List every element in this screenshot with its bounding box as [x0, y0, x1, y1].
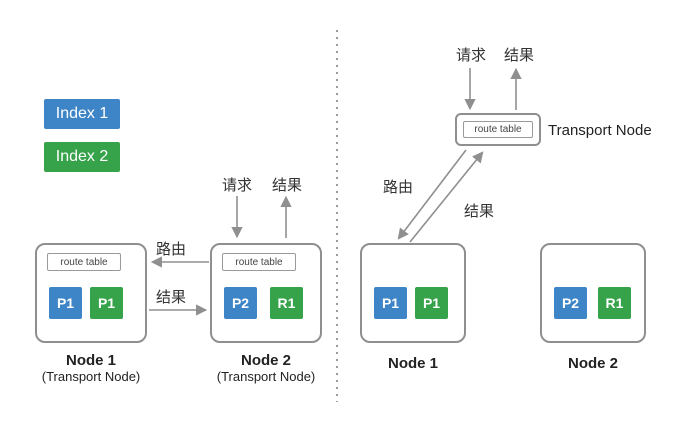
left-node2-title: Node 2: [240, 352, 291, 369]
left-node2-subtitle: (Transport Node): [216, 369, 316, 384]
left-node2-shard-r1-green: R1: [270, 287, 303, 319]
left-request-label: 请求: [222, 177, 253, 194]
left-node1-route-table: route table: [47, 253, 121, 271]
left-node2-shard-p2-blue: P2: [224, 287, 257, 319]
shard-label: P1: [422, 295, 441, 311]
right-node2-shard-p2-blue: P2: [554, 287, 587, 319]
shard-label: R1: [605, 295, 624, 311]
shard-label: P1: [381, 295, 400, 311]
left-node1-shard-p1-blue: P1: [49, 287, 82, 319]
legend-index2-badge: Index 2: [44, 142, 120, 172]
right-transport-route-table: route table: [463, 121, 533, 138]
left-result-label: 结果: [272, 177, 303, 194]
left-node1-box: route table P1 P1: [35, 243, 147, 343]
right-node2-title: Node 2: [567, 355, 618, 372]
shard-label: P1: [97, 295, 116, 311]
right-transport-node-box: route table: [455, 113, 541, 146]
left-node1-subtitle: (Transport Node): [41, 369, 141, 384]
right-request-label: 请求: [456, 47, 487, 64]
shard-label: P2: [561, 295, 580, 311]
legend-index2-label: Index 2: [55, 148, 109, 165]
right-route-result-label: 结果: [464, 203, 495, 220]
right-route-label: 路由: [383, 179, 414, 196]
right-node1-box: P1 P1: [360, 243, 466, 343]
shard-label: R1: [277, 295, 296, 311]
right-node1-shard-p1-blue: P1: [374, 287, 407, 319]
legend-index1-label: Index 1: [55, 105, 109, 122]
right-result-label: 结果: [504, 47, 535, 64]
left-node1-caption: Node 1 (Transport Node): [15, 352, 167, 384]
left-route-label: 路由: [156, 241, 187, 258]
right-node2-caption: Node 2: [540, 355, 646, 372]
left-node1-title: Node 1: [65, 352, 116, 369]
right-node2-shard-r1-green: R1: [598, 287, 631, 319]
left-node2-caption: Node 2 (Transport Node): [190, 352, 342, 384]
right-transport-route-table-label: route table: [474, 124, 522, 135]
left-node2-box: route table P2 R1: [210, 243, 322, 343]
right-node1-title: Node 1: [387, 355, 438, 372]
right-route-result-arrow: [409, 151, 484, 243]
right-node1-caption: Node 1: [360, 355, 466, 372]
legend-index1-badge: Index 1: [44, 99, 120, 129]
right-node1-shard-p1-green: P1: [415, 287, 448, 319]
left-node1-shard-p1-green: P1: [90, 287, 123, 319]
left-node2-route-table-label: route table: [235, 256, 283, 268]
shard-label: P2: [231, 295, 250, 311]
right-transport-node-label: Transport Node: [548, 122, 652, 139]
right-node2-box: P2 R1: [540, 243, 646, 343]
left-node1-route-table-label: route table: [60, 256, 108, 268]
left-node2-route-table: route table: [222, 253, 296, 271]
left-route-result-label: 结果: [156, 289, 187, 306]
shard-label: P1: [56, 295, 75, 311]
